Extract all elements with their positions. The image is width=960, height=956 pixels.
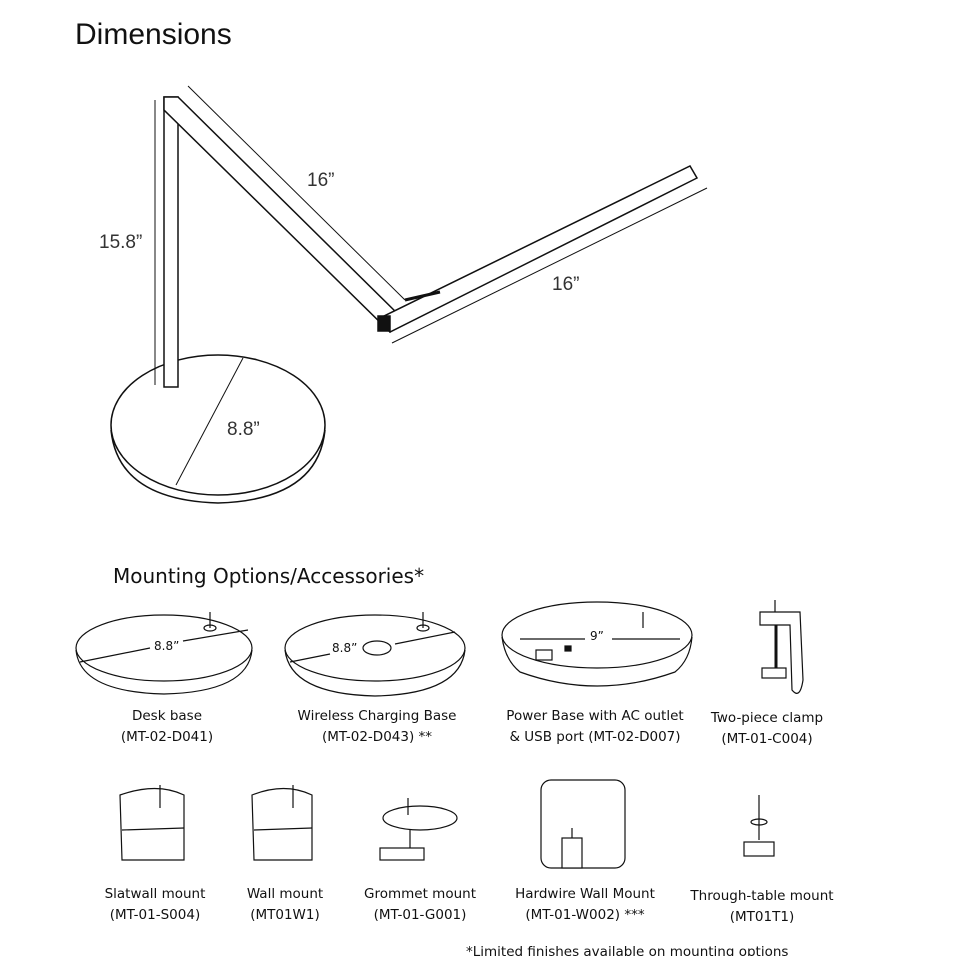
desk-base-dimension: 8.8” — [154, 639, 180, 653]
accessory-name: Through-table mount — [690, 888, 834, 904]
accessory-code: (MT-02-D041) — [120, 729, 214, 745]
accessory-code: (MT-01-W002) *** — [525, 907, 645, 923]
accessory-name: Grommet mount — [364, 886, 476, 902]
height-dimension: 15.8” — [99, 232, 143, 253]
accessory-code: (MT01W1) — [250, 907, 320, 923]
arm2-dimension: 16” — [552, 274, 580, 295]
accessory-code: (MT-01-G001) — [373, 907, 467, 923]
power-base-dimension: 9” — [590, 629, 604, 643]
accessory-code: (MT-02-D043) ** — [321, 729, 433, 745]
page-title: Dimensions — [75, 18, 232, 51]
accessory-name: Desk base — [131, 708, 203, 724]
accessories-title: Mounting Options/Accessories* — [113, 564, 425, 588]
accessory-name: Two-piece clamp — [710, 710, 824, 726]
base-dimension: 8.8” — [227, 419, 260, 440]
accessory-desk-base: Desk base (MT-02-D041) — [67, 706, 267, 748]
accessory-through-table: Through-table mount (MT01T1) — [662, 886, 862, 928]
accessory-name: Wireless Charging Base — [297, 708, 457, 724]
accessory-name: Slatwall mount — [104, 886, 206, 902]
accessory-code: (MT-01-C004) — [721, 731, 813, 747]
accessory-wireless-base: Wireless Charging Base (MT-02-D043) ** — [277, 706, 477, 748]
accessory-code: (MT-01-S004) — [109, 907, 201, 923]
accessory-name: Power Base with AC outlet — [506, 708, 684, 724]
arm1-dimension: 16” — [307, 170, 335, 191]
accessory-name: Wall mount — [246, 886, 324, 902]
accessory-hardwire: Hardwire Wall Mount (MT-01-W002) *** — [485, 884, 685, 926]
accessory-grommet: Grommet mount (MT-01-G001) — [320, 884, 520, 926]
accessory-code: (MT01T1) — [729, 909, 795, 925]
accessory-slatwall: Slatwall mount (MT-01-S004) — [55, 884, 255, 926]
accessory-power-base: Power Base with AC outlet & USB port (MT… — [495, 706, 695, 748]
accessory-wall-mount: Wall mount (MT01W1) — [185, 884, 385, 926]
accessory-clamp: Two-piece clamp (MT-01-C004) — [667, 708, 867, 750]
wireless-base-dimension: 8.8” — [332, 641, 358, 655]
footnote: *Limited finishes available on mounting … — [466, 944, 789, 956]
accessory-name: Hardwire Wall Mount — [515, 886, 655, 902]
accessory-code: & USB port (MT-02-D007) — [509, 729, 681, 745]
